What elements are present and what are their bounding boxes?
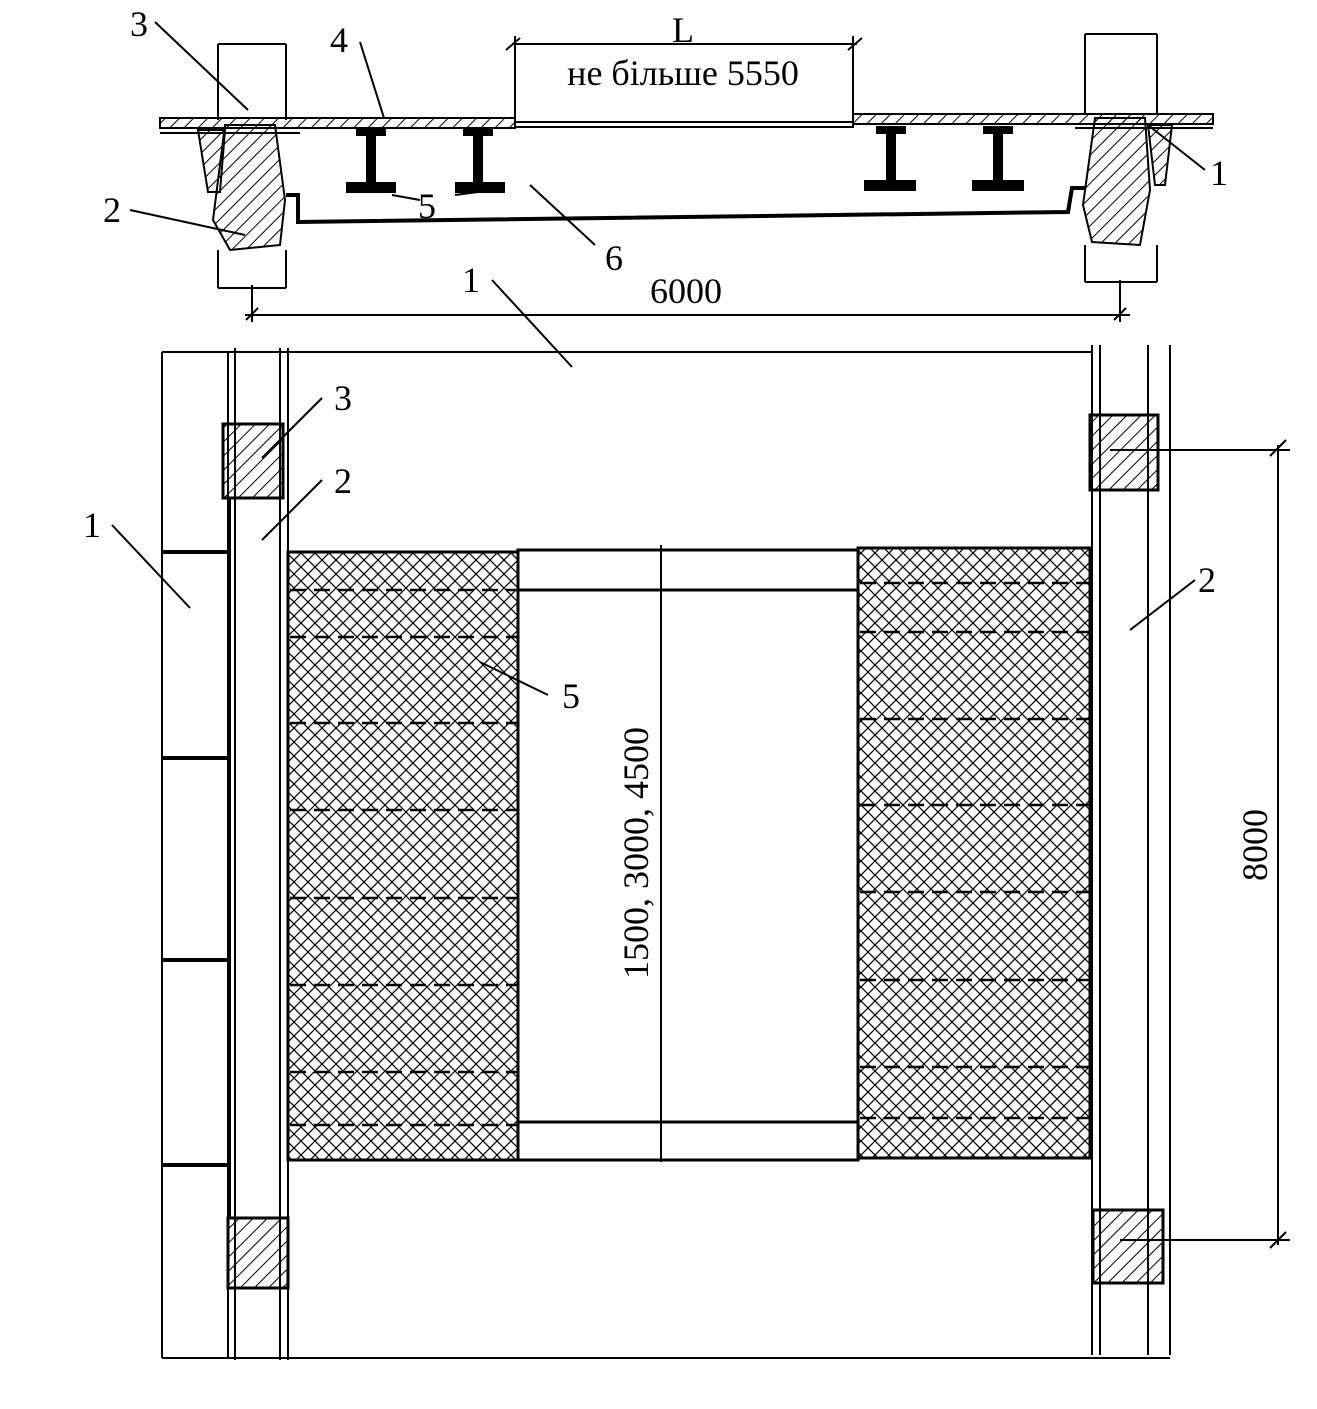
span-total: 6000 xyxy=(650,271,722,311)
i-beam-group xyxy=(346,126,1024,193)
callout-6-section: 6 xyxy=(605,238,623,278)
callout-3-section: 3 xyxy=(130,4,148,44)
callout-4-section: 4 xyxy=(330,20,348,60)
opening-sizes: 1500, 3000, 4500 xyxy=(616,727,656,979)
cross-section xyxy=(129,21,1214,368)
callout-2-plan-left: 2 xyxy=(334,461,352,501)
callout-3-plan: 3 xyxy=(334,378,352,418)
plan-view xyxy=(111,345,1290,1360)
callout-1-section-right: 1 xyxy=(1210,153,1228,193)
callout-2-plan-right: 2 xyxy=(1198,560,1216,600)
callout-2-section: 2 xyxy=(103,190,121,230)
plan-length: 8000 xyxy=(1235,809,1275,881)
callout-1-plan: 1 xyxy=(83,505,101,545)
span-symbol: L xyxy=(672,10,694,50)
callout-1-section-mid: 1 xyxy=(462,260,480,300)
callout-5-plan: 5 xyxy=(562,676,580,716)
span-limit: не більше 5550 xyxy=(567,53,799,93)
callout-5-section: 5 xyxy=(418,186,436,226)
